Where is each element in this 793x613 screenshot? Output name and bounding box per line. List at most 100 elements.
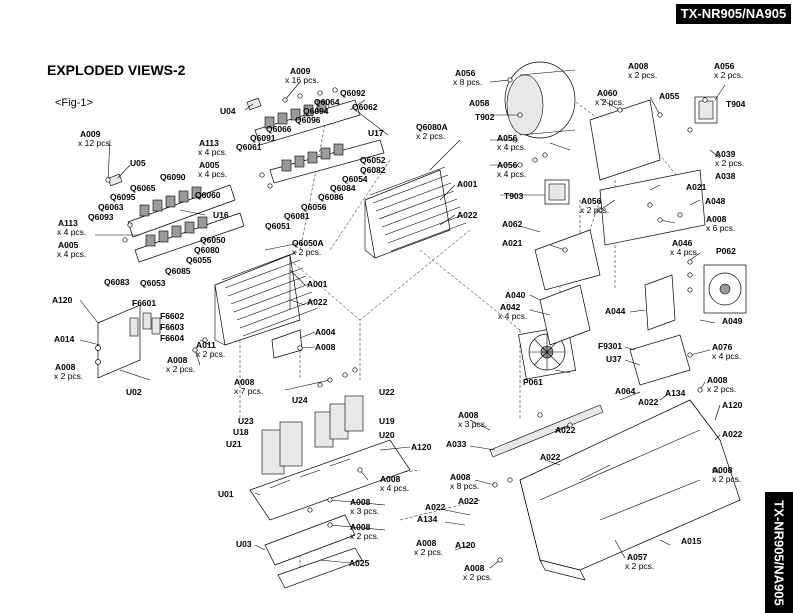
label-t904: T904: [726, 99, 746, 109]
label-p062: P062: [716, 246, 736, 256]
label-u04: U04: [220, 106, 236, 116]
label-a005-qty: x 4 pcs.: [57, 249, 86, 259]
label-a008: A008: [706, 214, 727, 224]
label-q6080a-qty: x 2 pcs.: [416, 131, 445, 141]
a040-duct: [539, 284, 591, 346]
label-q6095: Q6095: [110, 192, 136, 202]
label-a038: A038: [715, 171, 736, 181]
label-a056: A056: [455, 68, 476, 78]
u01-board: [249, 439, 411, 521]
label-a008-qty: x 2 pcs.: [166, 364, 195, 374]
label-u20: U20: [379, 430, 395, 440]
label-a022: A022: [307, 297, 328, 307]
label-a008: A008: [450, 472, 471, 482]
label-a008: A008: [712, 465, 733, 475]
a048-bracket: [599, 169, 706, 246]
label-a008: A008: [234, 377, 255, 387]
a044-bracket: [644, 274, 676, 331]
label-a056-qty: x 8 pcs.: [453, 77, 482, 87]
label-a009-qty: x 12 pcs.: [78, 138, 112, 148]
label-q6064: Q6064: [314, 97, 340, 107]
label-u23: U23: [238, 416, 254, 426]
label-a015: A015: [681, 536, 702, 546]
label-a056-qty: x 2 pcs.: [714, 70, 743, 80]
label-a008-qty: x 2 pcs.: [350, 531, 379, 541]
label-q6080a: Q6080A: [416, 122, 448, 132]
p062-fan: [703, 264, 747, 314]
label-a056-qty: x 2 pcs.: [580, 205, 609, 215]
label-a046: A046: [672, 238, 693, 248]
label-a004: A004: [315, 327, 336, 337]
label-q6090: Q6090: [160, 172, 186, 182]
label-q6085: Q6085: [165, 266, 191, 276]
figure-label: <Fig-1>: [55, 97, 93, 109]
label-a064: A064: [615, 386, 636, 396]
label-a008-qty: x 2 pcs.: [414, 547, 443, 557]
label-a134: A134: [417, 514, 438, 524]
label-a022: A022: [457, 210, 478, 220]
label-a005: A005: [58, 240, 79, 250]
label-u05: U05: [130, 158, 146, 168]
label-q6052: Q6052: [360, 155, 386, 165]
label-a011: A011: [196, 340, 216, 350]
part-labels: A009 x 16 pcs. U04 Q6092 Q6064 Q6062 Q60…: [52, 61, 746, 582]
label-q6063: Q6063: [98, 202, 124, 212]
label-a056: A056: [581, 196, 602, 206]
label-f6604: F6604: [160, 333, 184, 343]
label-a049: A049: [722, 316, 743, 326]
a015-chassis: [519, 399, 741, 581]
label-a001: A001: [307, 279, 328, 289]
label-a033: A033: [446, 439, 467, 449]
u17-transistor-board: [246, 97, 385, 184]
label-a009: A009: [80, 129, 101, 139]
label-a008: A008: [350, 522, 371, 532]
label-a048: A048: [705, 196, 726, 206]
label-a120: A120: [455, 540, 476, 550]
label-a008: A008: [350, 497, 371, 507]
label-a008: A008: [464, 563, 485, 573]
label-a022: A022: [540, 452, 561, 462]
label-a014: A014: [54, 334, 75, 344]
label-a058: A058: [469, 98, 490, 108]
label-a113: A113: [199, 138, 219, 148]
label-a056-qty: x 4 pcs.: [497, 142, 526, 152]
label-q6056: Q6056: [301, 202, 327, 212]
label-a055: A055: [659, 91, 680, 101]
a062-plate: [534, 229, 601, 291]
label-a008-qty: x 2 pcs.: [628, 70, 657, 80]
screws: [95, 77, 718, 563]
heatsink-left: [214, 251, 319, 346]
a060-bracket: [589, 99, 661, 181]
label-u16: U16: [213, 210, 229, 220]
label-a008-qty: x 2 pcs.: [707, 384, 736, 394]
label-t902: T902: [475, 112, 495, 122]
label-a056-qty: x 4 pcs.: [497, 169, 526, 179]
label-a062: A062: [502, 219, 523, 229]
t904-transformer: [694, 96, 718, 124]
label-a008: A008: [380, 474, 401, 484]
label-q6082: Q6082: [360, 165, 386, 175]
label-p061: P061: [523, 377, 543, 387]
label-q6053: Q6053: [140, 278, 166, 288]
label-a009-qty: x 16 pcs.: [285, 75, 319, 85]
a004-bracket: [271, 329, 303, 359]
label-u01: U01: [218, 489, 234, 499]
label-a039-qty: x 2 pcs.: [715, 158, 744, 168]
label-a120: A120: [722, 400, 743, 410]
label-q6081: Q6081: [284, 211, 310, 221]
label-a008-qty: x 2 pcs.: [54, 371, 83, 381]
label-a076: A076: [712, 342, 733, 352]
label-a008: A008: [167, 355, 188, 365]
label-a060: A060: [597, 88, 618, 98]
label-a008-qty: x 2 pcs.: [463, 572, 492, 582]
label-a039: A039: [715, 149, 736, 159]
label-a022: A022: [638, 397, 659, 407]
label-a008-qty: x 7 pcs.: [234, 386, 263, 396]
label-a021: A021: [686, 182, 707, 192]
label-a042-qty: x 4 pcs.: [498, 311, 527, 321]
label-a022: A022: [458, 496, 479, 506]
label-u19: U19: [379, 416, 395, 426]
heatsink-right: [364, 166, 467, 259]
label-f9301: F9301: [598, 341, 622, 351]
